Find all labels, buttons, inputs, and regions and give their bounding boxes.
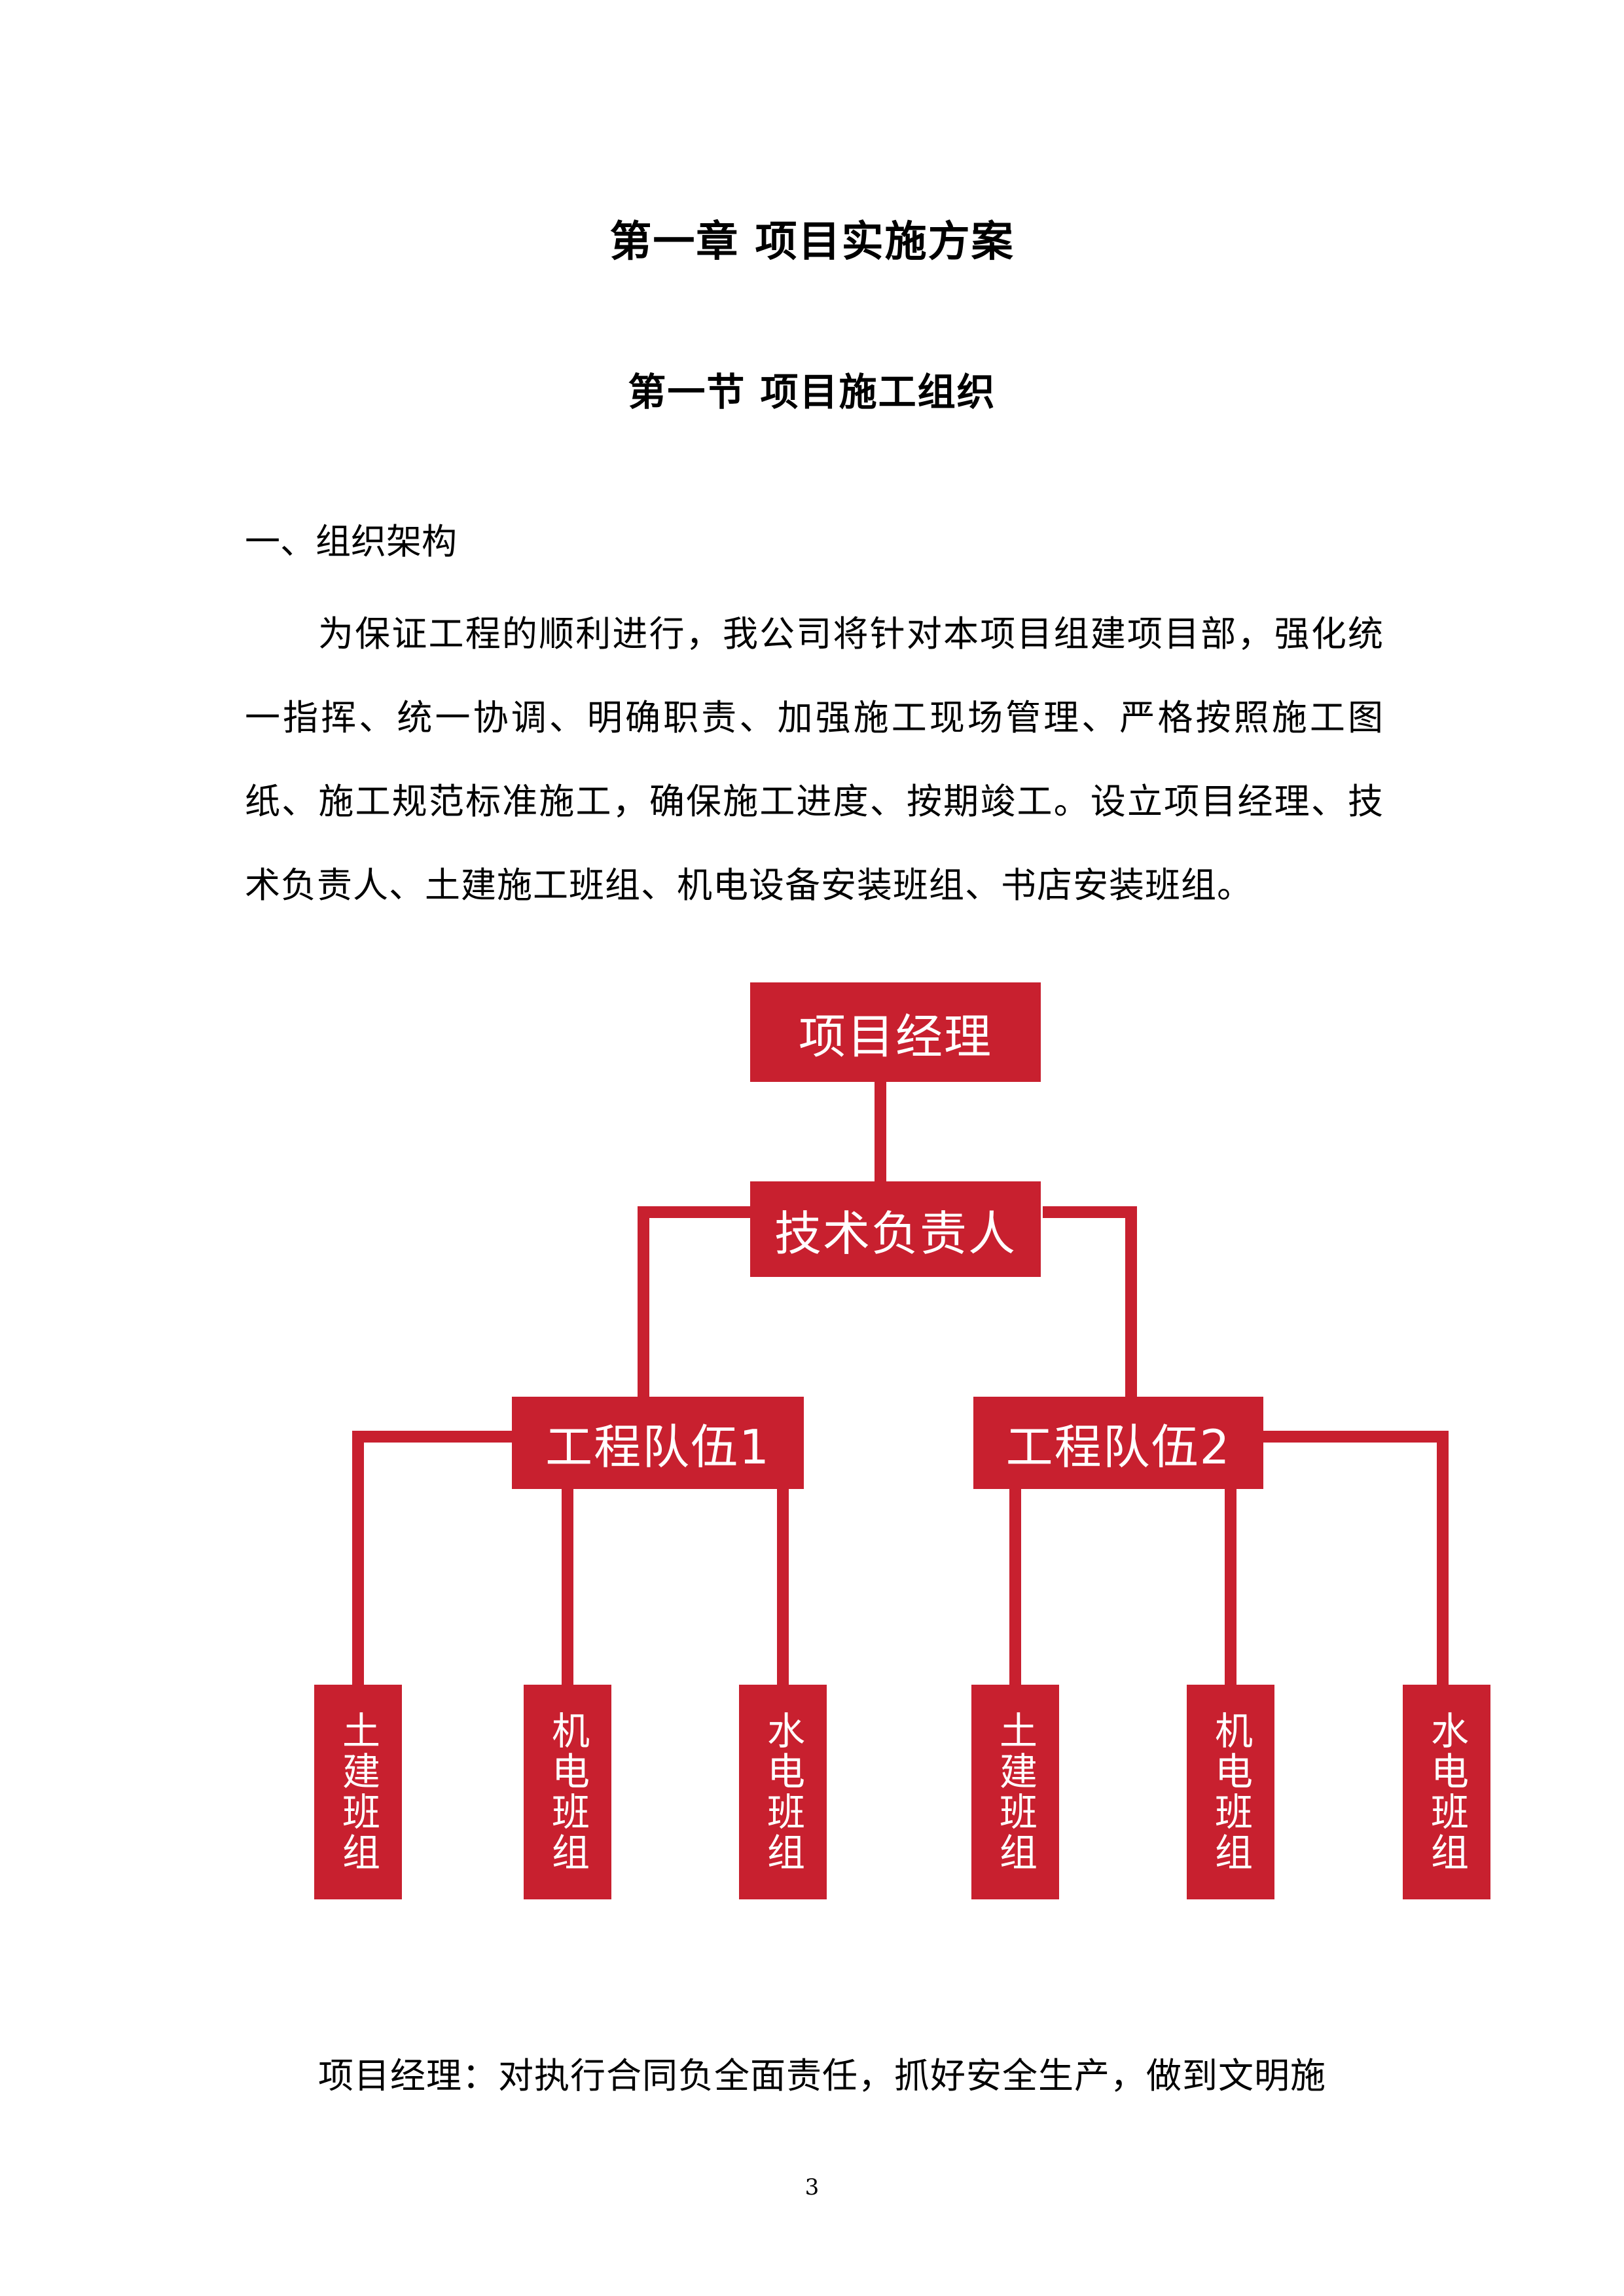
chapter-title: 第一章 项目实施方案 xyxy=(609,218,1015,266)
team-1-mep-group: 机电班组 xyxy=(524,1685,611,1899)
team-2-mep-group: 机电班组 xyxy=(1187,1685,1274,1899)
technical-lead-box: 技术负责人 xyxy=(750,1181,1041,1277)
connector-line xyxy=(352,1431,364,1685)
page-number: 3 xyxy=(804,2174,820,2200)
connector-line xyxy=(777,1489,789,1685)
project-manager-duty-paragraph: 项目经理：对执行合同负全面责任，抓好安全生产，做到文明施 xyxy=(318,2055,1326,2096)
connector-line xyxy=(1437,1431,1449,1685)
connector-line xyxy=(352,1431,512,1443)
connector-line xyxy=(1125,1206,1137,1400)
project-manager-box: 项目经理 xyxy=(750,982,1041,1082)
connector-line xyxy=(638,1206,757,1218)
team-1-civil-group: 土建班组 xyxy=(314,1685,402,1899)
team-2-civil-group: 土建班组 xyxy=(971,1685,1059,1899)
section-title: 第一节 项目施工组织 xyxy=(628,370,996,414)
sub-heading: 一、组织架构 xyxy=(245,521,457,562)
connector-line xyxy=(1263,1431,1449,1443)
body-paragraph: 为保证工程的顺利进行，我公司将针对本项目组建项目部，强化统一指挥、统一协调、明确… xyxy=(245,613,1384,906)
connector-line xyxy=(1009,1489,1021,1685)
team-1-plumbing-electrical-group: 水电班组 xyxy=(739,1685,827,1899)
team-2-plumbing-electrical-group: 水电班组 xyxy=(1403,1685,1490,1899)
connector-line xyxy=(875,1082,886,1181)
connector-line xyxy=(638,1206,649,1400)
team-2-box: 工程队伍2 xyxy=(973,1397,1263,1489)
connector-line xyxy=(1043,1206,1137,1218)
connector-line xyxy=(1225,1489,1236,1685)
connector-line xyxy=(562,1489,573,1685)
team-1-box: 工程队伍1 xyxy=(512,1397,804,1489)
